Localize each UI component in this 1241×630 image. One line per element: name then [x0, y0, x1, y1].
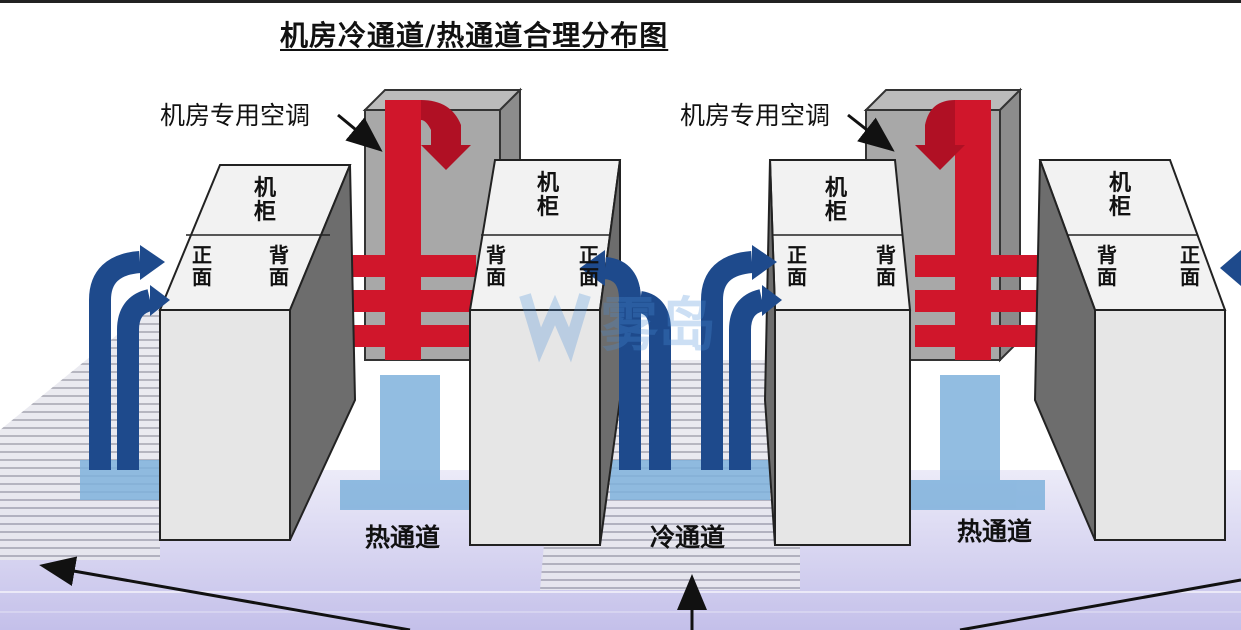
vertical-label-char: 机: [254, 176, 276, 201]
front-label-1: 正面: [192, 243, 212, 289]
vertical-label-char: 柜: [537, 194, 559, 220]
cabinet-2: [468, 159, 622, 546]
ac-label-right: 机房专用空调: [680, 101, 830, 130]
vertical-label-char: 面: [787, 265, 807, 289]
red-airflow-arrow-icon: [315, 100, 476, 360]
front-label-3: 正面: [787, 243, 807, 289]
vertical-label-char: 机: [825, 176, 847, 201]
black-pointer-arrow-icon: [39, 113, 1241, 630]
blue-airflow-arrow-icon: [89, 251, 766, 470]
ac-label-left: 机房专用空调: [160, 101, 310, 130]
vertical-label-char: 正: [1180, 243, 1200, 267]
watermark: 雾岛: [519, 291, 716, 363]
vertical-label-char: 面: [486, 265, 506, 289]
vertical-label-char: 背: [486, 243, 506, 267]
cabinet-4: [1033, 159, 1227, 541]
vertical-label-char: 面: [1180, 265, 1200, 289]
back-label-4: 背面: [1097, 243, 1117, 289]
cabinet-label-1: 机柜: [254, 176, 276, 225]
cabinet-1: [158, 164, 357, 541]
vertical-label-char: 正: [579, 243, 599, 267]
cabinet-label-3: 机柜: [825, 176, 847, 225]
vertical-label-char: 面: [876, 265, 896, 289]
underfloor-airflow: [80, 375, 1045, 510]
vertical-label-char: 机: [537, 171, 559, 196]
front-label-4: 正面: [1180, 243, 1200, 289]
vertical-label-char: 背: [876, 243, 896, 267]
blue-airflow-arrowheads: [140, 245, 1241, 318]
front-label-2: 正面: [579, 243, 599, 289]
cabinet-label-4: 机柜: [1109, 171, 1131, 220]
back-label-3: 背面: [876, 243, 896, 289]
vertical-label-char: 柜: [825, 199, 847, 225]
vertical-label-char: 正: [192, 243, 212, 267]
hot-aisle-label-left: 热通道: [365, 523, 440, 552]
watermark-text: 雾岛: [600, 291, 716, 359]
vertical-label-char: 柜: [254, 199, 276, 225]
vertical-label-char: 正: [787, 243, 807, 267]
back-label-2: 背面: [486, 243, 506, 289]
vertical-label-char: 背: [1097, 243, 1117, 267]
vertical-label-char: 面: [192, 265, 212, 289]
cabinet-label-2: 机柜: [537, 171, 559, 220]
top-border: [0, 0, 1241, 3]
vertical-label-char: 面: [1097, 265, 1117, 289]
hot-aisle-label-right: 热通道: [957, 517, 1032, 546]
vertical-label-char: 面: [579, 265, 599, 289]
vertical-label-char: 柜: [1109, 194, 1131, 220]
vertical-label-char: 机: [1109, 171, 1131, 196]
vertical-label-char: 背: [269, 243, 289, 267]
vertical-label-char: 面: [269, 265, 289, 289]
diagram-title: 机房冷通道/热通道合理分布图: [280, 19, 669, 52]
back-label-1: 背面: [269, 243, 289, 289]
cold-aisle-label: 冷通道: [650, 523, 725, 552]
cabinet-3: [763, 159, 912, 546]
